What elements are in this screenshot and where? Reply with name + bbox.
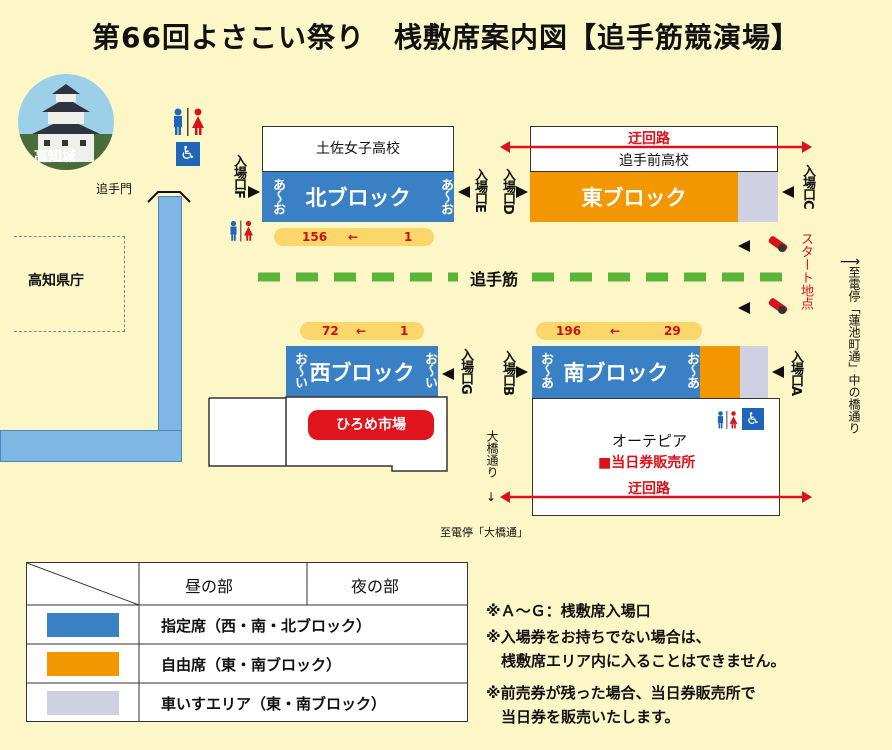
south-free-area: [700, 346, 740, 398]
north-side-right: あ〜お: [438, 178, 453, 214]
north-range-arrow: ←: [348, 230, 359, 244]
wheelchair-icon: ♿: [742, 408, 764, 430]
wheelchair-icon: ♿: [176, 142, 200, 166]
detour-top-label: 迂回路: [628, 131, 670, 147]
start-point-label: スタート地点: [798, 232, 813, 310]
east-block: 東ブロック: [530, 172, 738, 222]
flag-icon: [766, 294, 790, 320]
hirome-market-label: ひろめ市場: [336, 417, 406, 433]
west-side-left: お〜い: [292, 352, 307, 388]
north-range-end: 1: [404, 230, 413, 244]
west-seat-range: 72 ← 1: [300, 322, 424, 340]
south-wheelchair-area: [740, 346, 768, 398]
north-side-left: あ〜お: [270, 178, 285, 214]
ohashi-street-label: 大橋通り: [485, 430, 499, 478]
legend-swatch-wheelchair: [47, 691, 119, 715]
west-block: 西ブロック: [286, 346, 438, 398]
north-seat-range: 156 ← 1: [274, 228, 434, 246]
entrance-f-arrow: [248, 186, 260, 198]
note-no-ticket-2: 桟敷席エリア内に入ることはできません。: [486, 652, 786, 670]
pref-office-box: [14, 236, 125, 332]
entrance-g: 入場口G: [458, 348, 473, 394]
detour-bottom-line: [500, 491, 812, 503]
south-block-name: 南ブロック: [563, 361, 669, 385]
otemon-gate-icon: [147, 191, 191, 203]
note-no-ticket-1: ※入場券をお持ちでない場合は、: [486, 628, 711, 646]
entrance-g-arrow: [442, 368, 454, 380]
street-line-right: [532, 272, 782, 282]
east-school-label: 追手前高校: [619, 153, 689, 169]
west-range-start: 72: [322, 324, 339, 338]
legend-table: 昼の部 夜の部 指定席（西・南・北ブロック） 自由席（東・南ブロック） 車いすエ…: [26, 562, 468, 722]
entrance-e: 入場口E: [472, 168, 487, 212]
entrance-c-arrow: [782, 186, 794, 198]
south-side-right: お〜あ: [684, 352, 699, 388]
castle-label: 高知城: [34, 149, 76, 165]
west-block-name: 西ブロック: [309, 361, 415, 385]
entrance-d-arrow: [516, 186, 528, 198]
legend-label-reserved: 指定席（西・南・北ブロック）: [161, 617, 372, 635]
to-hasuike-stop: 至電停「蓮池町通」中の橋通り: [847, 266, 861, 434]
road: [0, 430, 182, 462]
detour-bottom-label: 迂回路: [628, 481, 670, 497]
east-block-name: 東ブロック: [581, 186, 687, 210]
south-range-start: 196: [556, 324, 582, 338]
entrance-a: 入場口A: [788, 350, 803, 396]
note-sameday-1: ※前売券が残った場合、当日券販売所で: [486, 684, 756, 702]
note-entrances: ※Ａ～Ｇ：桟敷席入場口: [486, 602, 651, 620]
castle-icon: [18, 74, 114, 170]
to-ohashi-stop: 至電停「大橋通」: [440, 526, 528, 539]
entrance-c: 入場口C: [800, 164, 815, 209]
west-range-end: 1: [400, 324, 409, 338]
north-school: 土佐女子高校: [262, 126, 454, 172]
west-side-right: お〜い: [422, 352, 437, 388]
flag-icon: [766, 232, 790, 258]
hirome-market: ひろめ市場: [308, 410, 434, 440]
street-label: 追手筋: [470, 270, 519, 289]
legend-swatch-free: [47, 652, 119, 676]
road: [158, 196, 182, 462]
detour-top-line: [500, 141, 812, 153]
entrance-f: 入場口F: [231, 154, 246, 198]
north-school-label: 土佐女子高校: [316, 141, 400, 157]
entrance-e-arrow: [458, 186, 470, 198]
map-title: 第66回よさこい祭り 桟敷席案内図【追手筋競演場】: [92, 21, 800, 54]
north-block: 北ブロック: [262, 172, 454, 222]
north-block-name: 北ブロック: [305, 186, 411, 210]
west-range-arrow: ←: [356, 324, 367, 338]
pref-office-label: 高知県庁: [28, 273, 84, 289]
ticket-office-label: ■当日券販売所: [598, 455, 696, 471]
south-side-left: お〜あ: [538, 352, 553, 388]
restroom-icon: [226, 218, 256, 244]
otemon-label: 追手門: [96, 182, 133, 196]
to-hasuike-arrow: ⟶: [840, 254, 861, 270]
east-wheelchair-area: [738, 172, 778, 222]
south-block: 南ブロック: [532, 346, 700, 398]
parade-direction-arrow: [738, 302, 750, 314]
entrance-b: 入場口B: [500, 350, 515, 395]
restroom-icon: [168, 108, 208, 136]
legend-col-night: 夜の部: [351, 577, 400, 596]
legend-grid: [27, 563, 467, 721]
entrance-a-arrow: [772, 366, 784, 378]
ohashi-arrow: ↓: [486, 490, 497, 504]
south-seat-range: 196 ← 29: [536, 322, 702, 340]
legend-swatch-reserved: [47, 613, 119, 637]
south-range-arrow: ←: [610, 324, 621, 338]
south-range-end: 29: [664, 324, 681, 338]
east-school: [530, 126, 778, 172]
otepia-label: オーテピア: [612, 432, 688, 450]
legend-label-wheelchair: 車いすエリア（東・南ブロック）: [161, 695, 387, 713]
entrance-b-arrow: [516, 366, 528, 378]
parade-direction-arrow: [738, 240, 750, 252]
legend-col-day: 昼の部: [185, 577, 234, 596]
north-range-start: 156: [302, 230, 328, 244]
entrance-d: 入場口D: [500, 168, 515, 214]
note-sameday-2: 当日券を販売いたします。: [486, 708, 680, 726]
restroom-icon: [714, 408, 740, 432]
street-line-left: [258, 272, 458, 282]
legend-label-free: 自由席（東・南ブロック）: [161, 656, 342, 674]
